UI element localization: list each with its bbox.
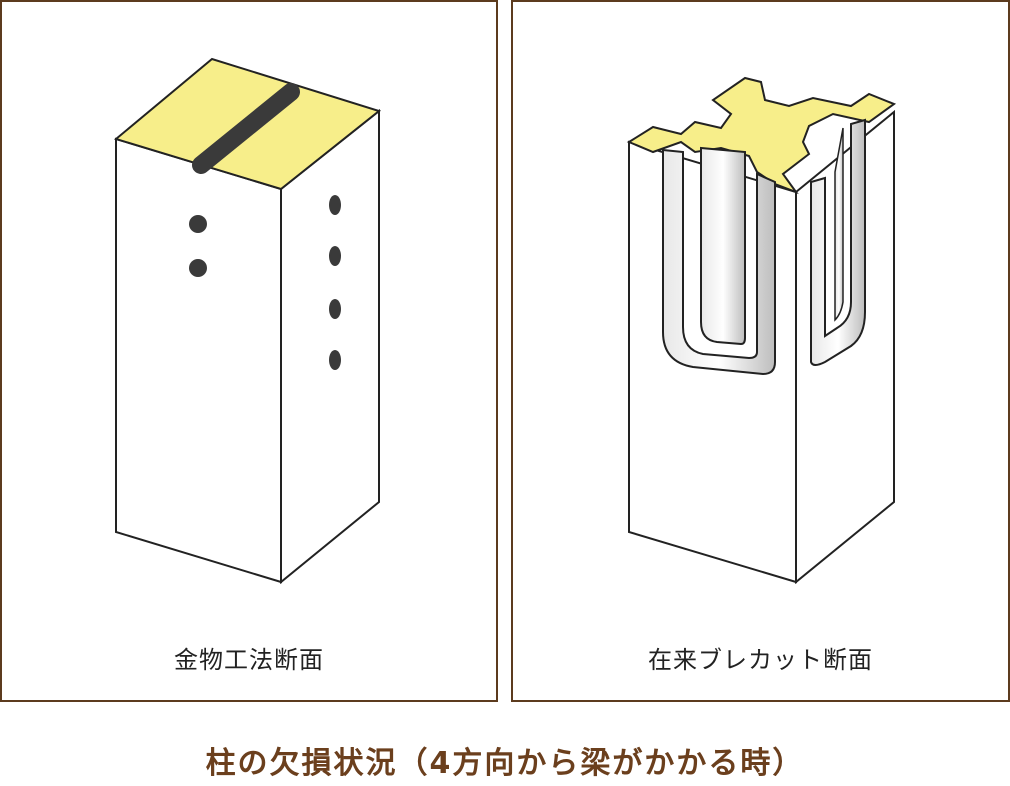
panel-kanamono: 金物工法断面 (0, 0, 498, 702)
precut-column-diagram (626, 76, 897, 585)
pin-hole (329, 195, 341, 215)
panel-label-kanamono: 金物工法断面 (174, 646, 324, 674)
mortise-groove-side (810, 118, 866, 366)
mortise-groove-front (662, 148, 776, 376)
column-side-face (280, 108, 380, 585)
panel-label-precut: 在来ブレカット断面 (648, 646, 873, 674)
mortise-groove-front-inner (700, 146, 746, 346)
pin-hole (329, 246, 341, 266)
pin-hole (189, 259, 207, 277)
panel-precut: 在来ブレカット断面 (511, 0, 1010, 702)
kanamono-column-diagram (113, 57, 382, 585)
column-front-face (115, 137, 282, 584)
slot-cut (192, 83, 300, 174)
figure-caption: 柱の欠損状況（4方向から梁がかかる時） (205, 746, 805, 781)
pin-hole (189, 215, 207, 233)
pin-hole (329, 350, 341, 370)
mortise-groove-side-inner (834, 127, 844, 322)
pin-hole (329, 299, 341, 319)
